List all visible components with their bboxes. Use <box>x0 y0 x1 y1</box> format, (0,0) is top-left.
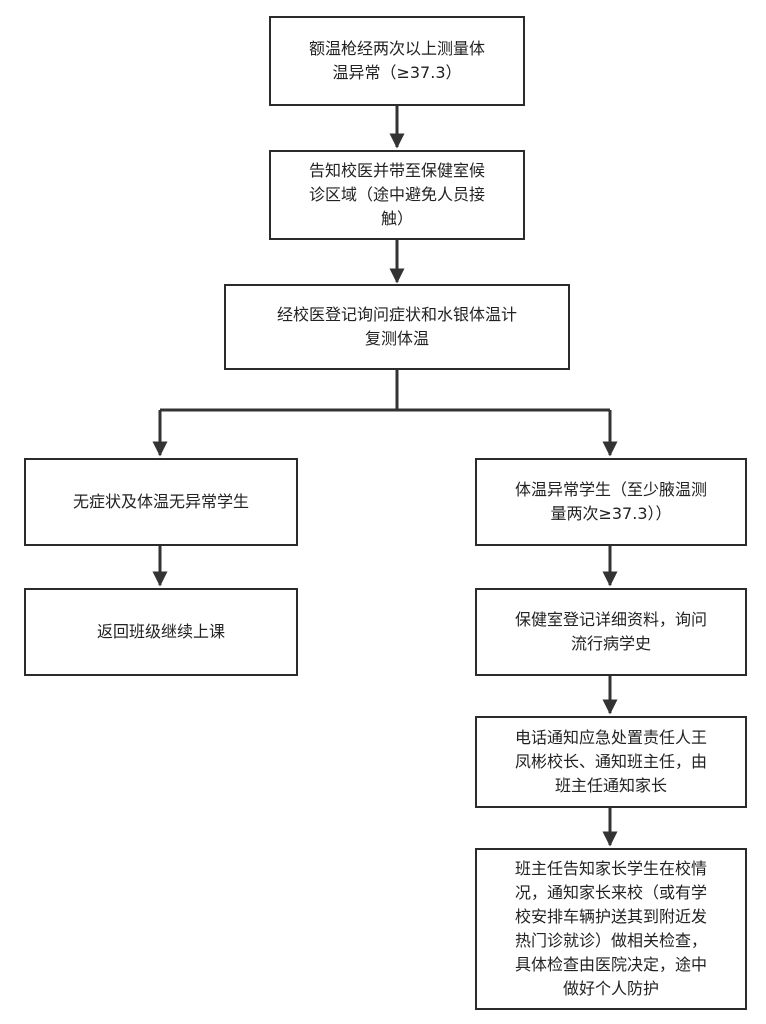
node-text-line: 热门诊就诊）做相关检查， <box>514 931 707 950</box>
node-text-line: 流行病学史 <box>570 634 651 653</box>
node-text-line: 告知校医并带至保健室候 <box>308 161 485 180</box>
node-text-line: 经校医登记询问症状和水银体温计 <box>276 305 517 324</box>
node-text-line: 做好个人防护 <box>562 979 659 998</box>
node-text-line: 班主任告知家长学生在校情 <box>514 859 707 878</box>
node-text-line: 保健室登记详细资料，询问 <box>514 610 707 629</box>
node-text-line: 返回班级继续上课 <box>96 622 225 641</box>
node-no-symptom-student: 无症状及体温无异常学生 <box>24 458 298 546</box>
node-text-line: 凤彬校长、通知班主任，由 <box>514 752 707 771</box>
node-text-line: 班主任通知家长 <box>554 776 667 795</box>
node-text-line: 况，通知家长来校（或有学 <box>514 883 707 902</box>
node-text-line: 额温枪经两次以上测量体 <box>308 39 485 58</box>
node-text-line: 无症状及体温无异常学生 <box>72 492 249 511</box>
node-text-line: 触） <box>380 209 413 228</box>
node-forehead-temp-abnormal: 额温枪经两次以上测量体温异常（≥37.3） <box>269 16 525 106</box>
node-text-line: 复测体温 <box>364 329 429 348</box>
node-phone-notify: 电话通知应急处置责任人王凤彬校长、通知班主任，由班主任通知家长 <box>475 716 747 808</box>
node-text-line: 校安排车辆护送其到附近发 <box>514 907 707 926</box>
node-register-details: 保健室登记详细资料，询问流行病学史 <box>475 588 747 676</box>
node-text-line: 电话通知应急处置责任人王 <box>514 728 707 747</box>
node-text-line: 诊区域（途中避免人员接 <box>308 185 485 204</box>
node-escort-to-health-room: 告知校医并带至保健室候诊区域（途中避免人员接触） <box>269 150 525 240</box>
node-text-line: 温异常（≥37.3） <box>332 63 462 82</box>
node-return-to-class: 返回班级继续上课 <box>24 588 298 676</box>
node-text-line: 具体检查由医院决定，途中 <box>514 955 707 974</box>
node-teacher-inform-parents: 班主任告知家长学生在校情况，通知家长来校（或有学校安排车辆护送其到附近发热门诊就… <box>475 848 747 1010</box>
node-text-line: 体温异常学生（至少腋温测 <box>514 480 707 499</box>
node-text-line: 量两次≥37.3）） <box>550 504 672 523</box>
node-abnormal-temp-student: 体温异常学生（至少腋温测量两次≥37.3）） <box>475 458 747 546</box>
node-doctor-recheck: 经校医登记询问症状和水银体温计复测体温 <box>224 284 570 370</box>
